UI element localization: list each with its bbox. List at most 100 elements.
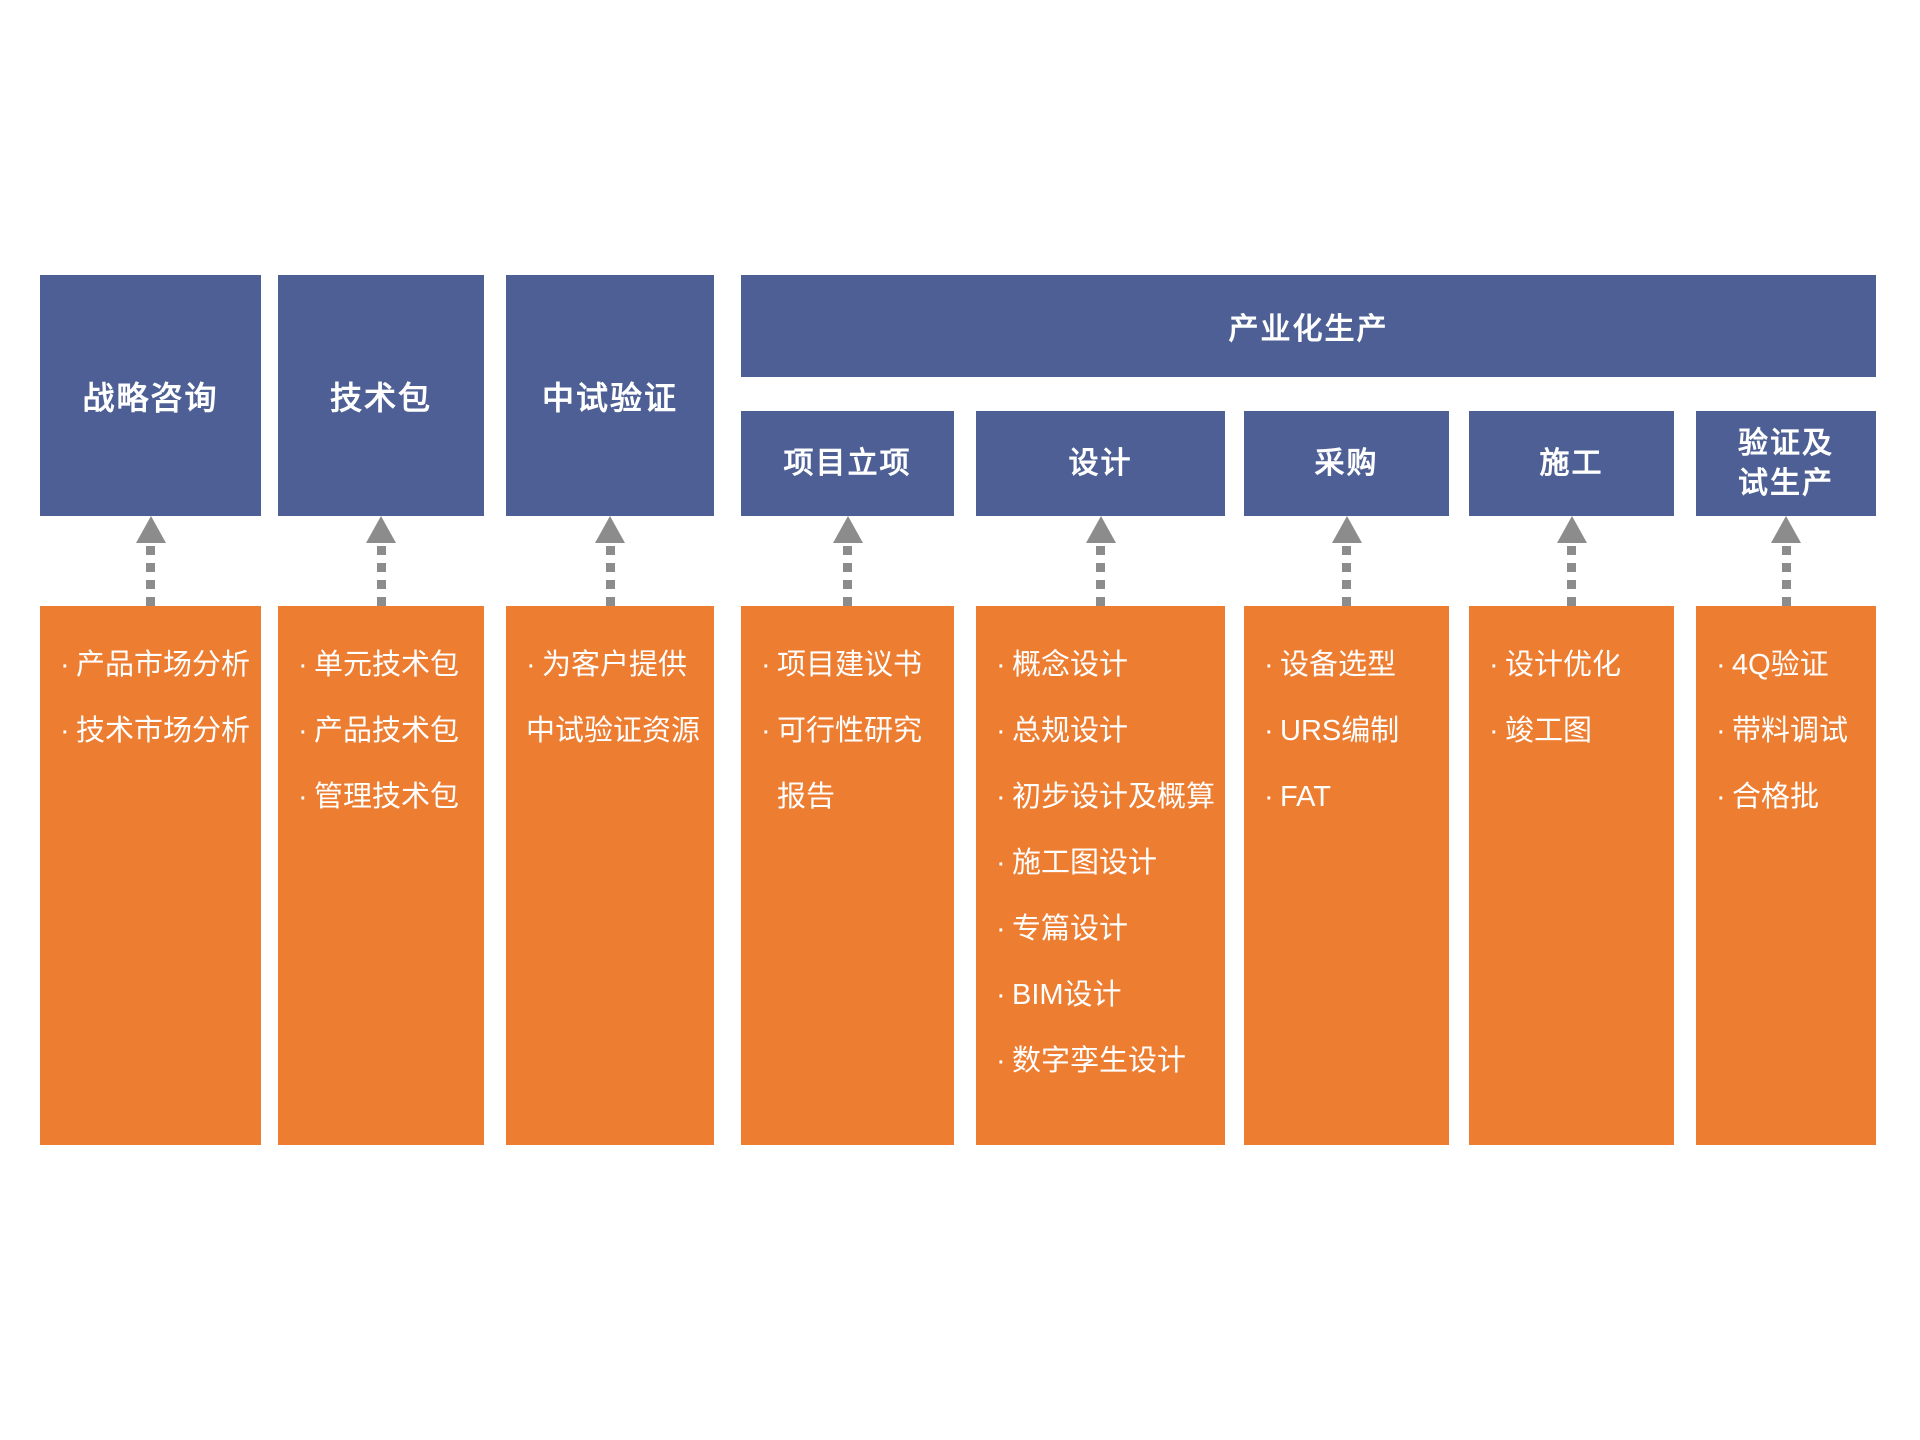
bullet-dot: · (298, 715, 308, 747)
detail-line-text: 合格批 (1732, 781, 1820, 813)
arrow-head-icon (1331, 516, 1362, 543)
detail-line-text: 可行性研究 (777, 715, 923, 747)
detail-line-text: 产品市场分析 (76, 649, 251, 681)
detail-line: 中试验证资源 (526, 698, 706, 764)
bullet-dot: · (996, 979, 1006, 1011)
detail-line: ·产品市场分析 (60, 632, 253, 698)
detail-line-text: FAT (1280, 781, 1332, 813)
detail-line: ·FAT (1264, 764, 1441, 830)
stage-column-verification-trial-production: 验证及 试生产·4Q验证·带料调试·合格批 (1696, 275, 1876, 1145)
detail-box-design: ·概念设计·总规设计·初步设计及概算·施工图设计·专篇设计·BIM设计·数字孪生… (976, 606, 1225, 1145)
arrow-dashed-tail (605, 546, 615, 606)
detail-box-procurement: ·设备选型·URS编制·FAT (1244, 606, 1449, 1145)
up-arrow (1244, 516, 1449, 606)
arrow-head-icon (135, 516, 166, 543)
stage-header-verification-trial-production: 验证及 试生产 (1696, 411, 1876, 516)
arrow-dashed-tail (843, 546, 852, 606)
detail-line-text: 单元技术包 (314, 649, 460, 681)
bullet-dot: · (1716, 781, 1726, 813)
detail-line-text: 产品技术包 (314, 715, 460, 747)
detail-line: ·概念设计 (996, 632, 1217, 698)
up-arrow (278, 516, 484, 606)
detail-line: ·设计优化 (1489, 632, 1666, 698)
detail-line: ·为客户提供 (526, 632, 706, 698)
stage-column-design: 设计·概念设计·总规设计·初步设计及概算·施工图设计·专篇设计·BIM设计·数字… (976, 275, 1225, 1145)
detail-line-text: 中试验证资源 (526, 715, 701, 747)
up-arrow (40, 516, 261, 606)
bullet-dot: · (996, 913, 1006, 945)
detail-line: ·BIM设计 (996, 962, 1217, 1028)
detail-line: ·数字孪生设计 (996, 1028, 1217, 1094)
detail-box-pilot-verification: ·为客户提供中试验证资源 (506, 606, 714, 1145)
bullet-dot: · (996, 1045, 1006, 1077)
detail-line-text: 项目建议书 (777, 649, 923, 681)
detail-line: ·可行性研究 (761, 698, 946, 764)
detail-line: ·项目建议书 (761, 632, 946, 698)
up-arrow (506, 516, 714, 606)
up-arrow (1469, 516, 1674, 606)
detail-line-text: 带料调试 (1732, 715, 1849, 747)
stage-header-project-initiation: 项目立项 (741, 411, 954, 516)
bullet-dot: · (996, 781, 1006, 813)
detail-line: ·单元技术包 (298, 632, 476, 698)
stage-header-pilot-verification: 中试验证 (506, 275, 714, 516)
detail-line-text: 设计优化 (1505, 649, 1622, 681)
stage-column-project-initiation: 项目立项·项目建议书·可行性研究报告 (741, 275, 954, 1145)
bullet-dot: · (1489, 715, 1499, 747)
stage-header-construction: 施工 (1469, 411, 1674, 516)
up-arrow (976, 516, 1225, 606)
detail-line: ·管理技术包 (298, 764, 476, 830)
detail-line-text: 数字孪生设计 (1012, 1045, 1187, 1077)
bullet-dot: · (298, 649, 308, 681)
bullet-dot: · (60, 649, 70, 681)
detail-line: ·合格批 (1716, 764, 1868, 830)
bullet-dot: · (1489, 649, 1499, 681)
arrow-head-icon (1771, 516, 1801, 543)
arrow-dashed-tail (1567, 546, 1576, 606)
detail-box-technology-package: ·单元技术包·产品技术包·管理技术包 (278, 606, 484, 1145)
arrow-head-icon (1556, 516, 1587, 543)
detail-line-text: 设备选型 (1280, 649, 1397, 681)
arrow-head-icon (366, 516, 396, 543)
bullet-dot: · (761, 649, 771, 681)
detail-line-text: URS编制 (1280, 715, 1400, 747)
detail-line-text: 4Q验证 (1732, 649, 1829, 681)
stage-column-pilot-verification: 中试验证 ·为客户提供中试验证资源 (506, 275, 714, 1145)
arrow-head-icon (1085, 516, 1116, 543)
detail-line-text: BIM设计 (1012, 979, 1122, 1011)
detail-line-text: 竣工图 (1505, 715, 1593, 747)
bullet-dot: · (996, 715, 1006, 747)
group-header-industrialized-production: 产业化生产 (741, 275, 1876, 377)
bullet-dot: · (1716, 715, 1726, 747)
detail-box-verification-trial-production: ·4Q验证·带料调试·合格批 (1696, 606, 1876, 1145)
bullet-dot: · (526, 649, 536, 681)
detail-line-text: 报告 (777, 781, 836, 813)
detail-line-text: 总规设计 (1012, 715, 1129, 747)
bullet-dot: · (1264, 715, 1274, 747)
detail-line: 报告 (761, 764, 946, 830)
arrow-dashed-tail (376, 546, 386, 606)
bullet-dot: · (761, 715, 771, 747)
bullet-dot: · (996, 649, 1006, 681)
up-arrow (1696, 516, 1876, 606)
detail-line: ·竣工图 (1489, 698, 1666, 764)
bullet-dot: · (60, 715, 70, 747)
stage-header-technology-package: 技术包 (278, 275, 484, 516)
arrow-dashed-tail (146, 546, 155, 606)
stage-column-strategy-consulting: 战略咨询·产品市场分析·技术市场分析 (40, 275, 261, 1145)
detail-line-text: 初步设计及概算 (1012, 781, 1216, 813)
detail-line: ·专篇设计 (996, 896, 1217, 962)
arrow-dashed-tail (1096, 546, 1105, 606)
stage-column-technology-package: 技术包·单元技术包·产品技术包·管理技术包 (278, 275, 484, 1145)
detail-line: ·初步设计及概算 (996, 764, 1217, 830)
detail-box-project-initiation: ·项目建议书·可行性研究报告 (741, 606, 954, 1145)
detail-line: ·4Q验证 (1716, 632, 1868, 698)
detail-line: ·产品技术包 (298, 698, 476, 764)
detail-box-strategy-consulting: ·产品市场分析·技术市场分析 (40, 606, 261, 1145)
bullet-dot: · (1264, 781, 1274, 813)
detail-line: ·技术市场分析 (60, 698, 253, 764)
detail-box-construction: ·设计优化·竣工图 (1469, 606, 1674, 1145)
stage-header-design: 设计 (976, 411, 1225, 516)
arrow-head-icon (595, 516, 625, 543)
